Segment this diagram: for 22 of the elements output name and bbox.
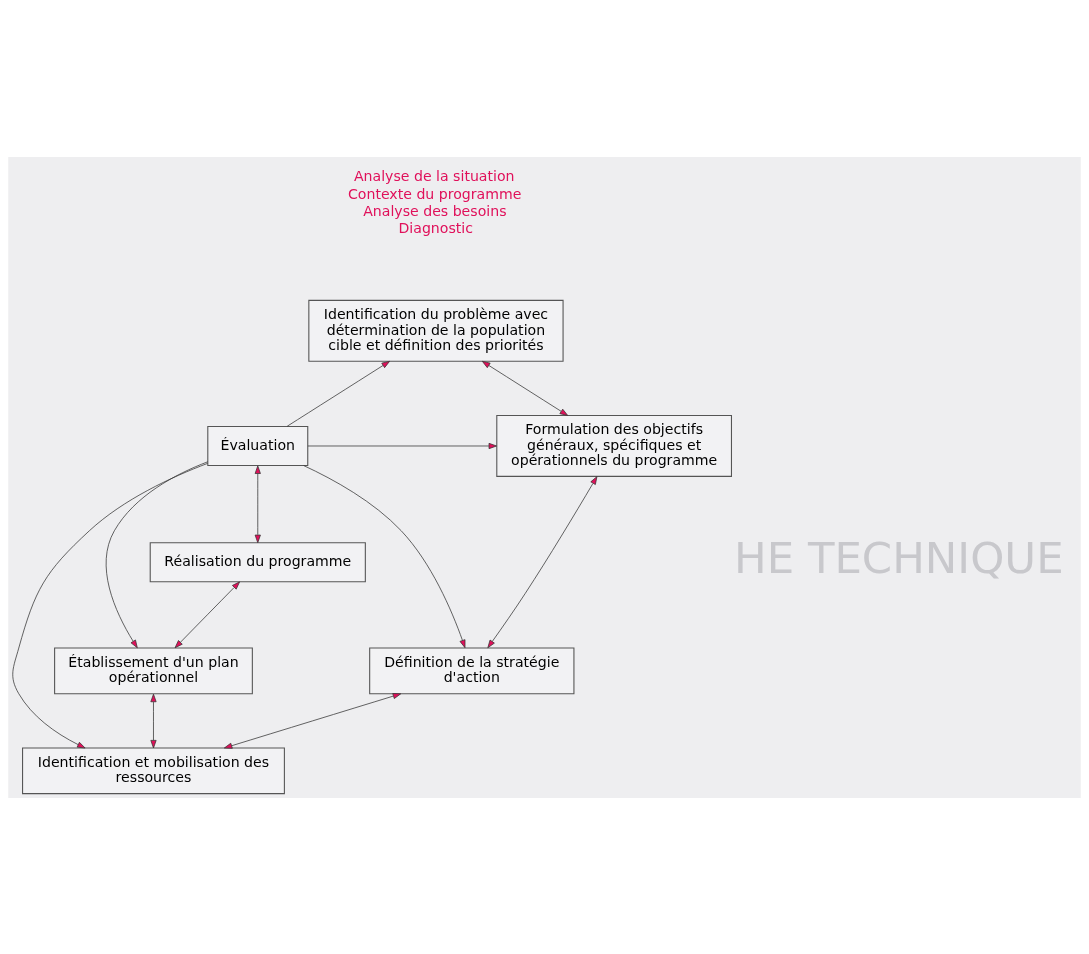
arrow <box>150 693 157 748</box>
label: Analyse des besoins <box>363 202 507 219</box>
node-box: Définition de la stratégie d'action <box>369 647 575 694</box>
label: Diagnostic <box>398 219 473 236</box>
arrow <box>487 475 598 648</box>
arrow <box>174 581 240 648</box>
label: Analyse de la situation <box>353 167 515 184</box>
label: Contexte du programme <box>347 185 522 202</box>
node-box: Formulation des objectifs généraux, spécifiques et opérationnels du programme <box>496 414 732 477</box>
arrow <box>223 692 402 749</box>
arrow <box>307 442 497 449</box>
arrow <box>12 462 208 748</box>
node-box: Établissement d'un plan opérationnel <box>54 647 253 694</box>
arrow <box>481 360 569 416</box>
arrow <box>286 360 390 427</box>
node-box: Identification du problème avec détermination de la population cible et définition des priorités <box>308 299 564 362</box>
arrow <box>105 460 209 648</box>
arrow <box>303 464 466 648</box>
node-box: Évaluation <box>207 425 309 466</box>
node-box: Identification et mobilisation des ressources <box>22 746 285 794</box>
node-box: Réalisation du programme <box>149 541 366 582</box>
arrow <box>254 465 261 543</box>
